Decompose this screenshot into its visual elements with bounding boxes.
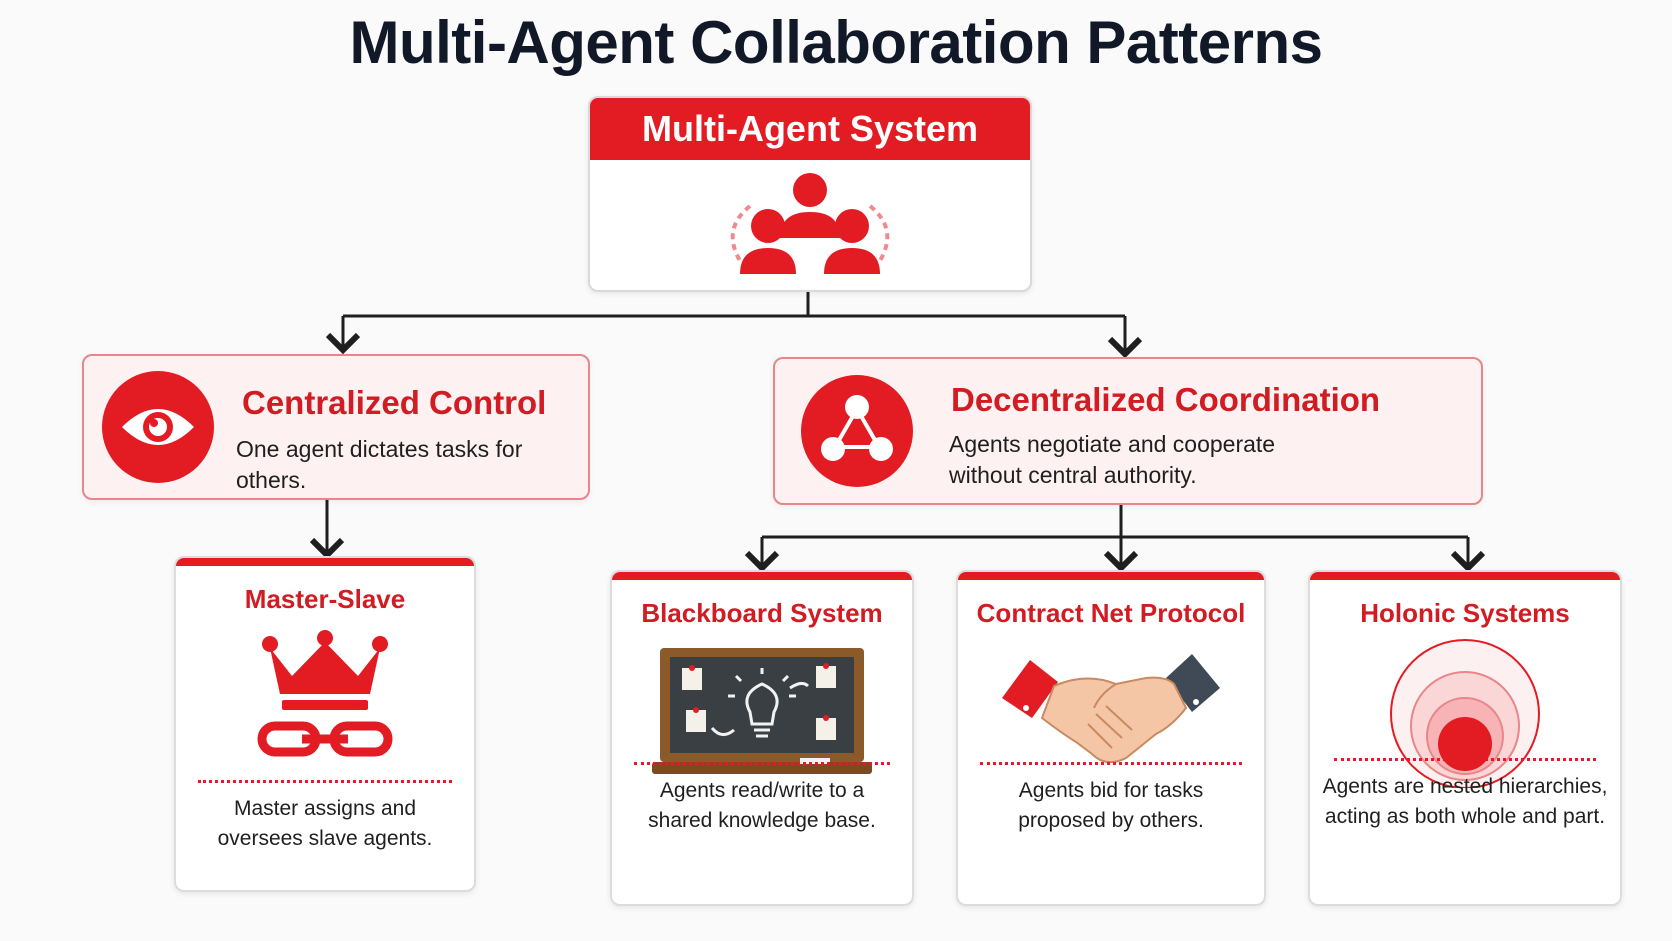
contract-net-protocol-title: Contract Net Protocol xyxy=(976,598,1246,628)
centralized-control-panel: Centralized Control One agent dictates t… xyxy=(82,354,590,500)
centralized-control-title: Centralized Control xyxy=(242,384,547,421)
master-slave-line2: oversees slave agents. xyxy=(217,827,433,850)
page-title: Multi-Agent Collaboration Patterns xyxy=(349,9,1324,76)
root-node: Multi-Agent System xyxy=(588,96,1032,292)
master-slave-card: Master-Slave Master assigns and oversees… xyxy=(174,556,476,892)
contract-net-protocol-line2: proposed by others. xyxy=(1018,809,1204,832)
crown-chain-icon xyxy=(257,630,393,757)
decentralized-connector xyxy=(762,503,1468,539)
holonic-systems-title: Holonic Systems xyxy=(1360,598,1570,628)
nested-circles-icon xyxy=(1390,639,1540,788)
decentralized-coordination-title: Decentralized Coordination xyxy=(951,381,1381,418)
blackboard-system-title: Blackboard System xyxy=(641,598,883,628)
holonic-systems-line1: Agents are nested hierarchies, xyxy=(1322,775,1608,798)
contract-net-protocol-card: Contract Net Protocol Agents bid for tas… xyxy=(956,570,1266,906)
blackboard-system-line2: shared knowledge base. xyxy=(648,809,876,832)
network-triangle-icon xyxy=(801,375,913,487)
decentralized-coordination-description-line2: without central authority. xyxy=(949,462,1197,488)
blackboard-system-card: Blackboard System Agents re xyxy=(610,570,914,906)
decentralized-coordination-panel: Decentralized Coordination Agents negoti… xyxy=(773,357,1483,505)
centralized-control-description: One agent dictates tasks for others. xyxy=(236,436,523,493)
holonic-systems-line2: acting as both whole and part. xyxy=(1324,805,1606,828)
handshake-icon xyxy=(1002,654,1220,764)
root-label: Multi-Agent System xyxy=(590,98,1030,160)
root-connector xyxy=(343,290,1125,318)
blackboard-system-line1: Agents read/write to a xyxy=(659,779,865,802)
decentralized-coordination-description-line1: Agents negotiate and cooperate xyxy=(949,431,1276,457)
holonic-systems-card: Holonic Systems Agents are nested hierar… xyxy=(1308,570,1622,906)
master-slave-line1: Master assigns and xyxy=(233,797,417,820)
contract-net-protocol-line1: Agents bid for tasks xyxy=(1018,779,1204,802)
master-slave-title: Master-Slave xyxy=(244,584,406,614)
eye-icon xyxy=(102,371,214,483)
people-group-icon xyxy=(730,173,890,274)
blackboard-icon xyxy=(652,648,872,774)
